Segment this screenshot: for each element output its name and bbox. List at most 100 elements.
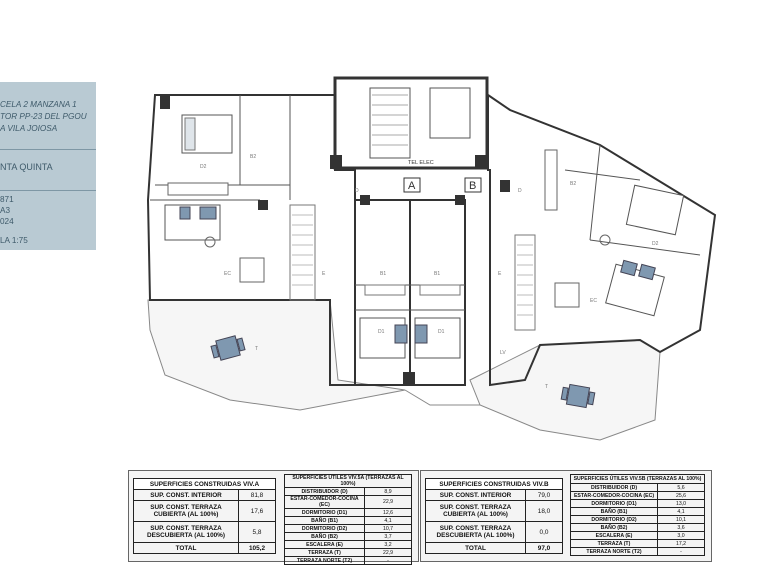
table-title: SUPERFICIES ÚTILES VIV.5B (TERRAZAS AL 1… <box>570 474 705 484</box>
row-label: TOTAL <box>133 542 239 554</box>
row-label: BAÑO (B2) <box>284 532 365 541</box>
scale: LA 1:75 <box>0 236 28 245</box>
unit-b-outline <box>487 93 717 387</box>
room-label: B1 <box>380 271 386 277</box>
elec-label: TEL ELEC <box>408 160 434 166</box>
title-line-1: CELA 2 MANZANA 1 <box>0 100 77 109</box>
table-construidas-b: SUPERFICIES CONSTRUIDAS VIV.B SUP. CONST… <box>425 478 563 554</box>
dining-table-left <box>239 257 265 283</box>
row-value: 97,0 <box>525 542 563 554</box>
row-value: 79,0 <box>525 489 563 501</box>
row-label: TERRAZA (T) <box>284 548 365 557</box>
row-value: 0,0 <box>525 521 563 543</box>
table-title: SUPERFICIES ÚTILES VIV.5A (TERRAZAS AL 1… <box>284 474 412 488</box>
row-value: 3,6 <box>657 523 705 532</box>
row-value: - <box>364 556 412 565</box>
row-value: 25,6 <box>657 491 705 500</box>
row-value: 8,9 <box>364 487 412 496</box>
row-value: 17,2 <box>657 539 705 548</box>
room-label: EC <box>590 298 597 304</box>
row-label: ESCALERA (E) <box>284 540 365 549</box>
terrace-left <box>147 299 406 411</box>
room-label: E <box>498 271 502 277</box>
row-value: 3,0 <box>657 531 705 540</box>
divider <box>0 190 96 191</box>
table-utiles-a: SUPERFICIES ÚTILES VIV.5A (TERRAZAS AL 1… <box>284 474 412 565</box>
row-value: 22,9 <box>364 495 412 509</box>
table-construidas-a: SUPERFICIES CONSTRUIDAS VIV.A SUP. CONST… <box>133 478 276 554</box>
unit-a-marker: A <box>408 180 416 192</box>
row-label: DISTRIBUIDOR (D) <box>570 483 658 492</box>
row-label: SUP. CONST. TERRAZA DESCUBIERTA (AL 100%… <box>133 521 239 543</box>
row-label: SUP. CONST. TERRAZA CUBIERTA (AL 100%) <box>133 500 239 522</box>
row-value: 4,1 <box>364 516 412 525</box>
row-value: 18,0 <box>525 500 563 522</box>
floor-plan: D2 B2 EC T E B1 B1 D1 D1 E EC D2 B2 T LV… <box>146 76 717 441</box>
room-label: D2 <box>652 241 659 247</box>
room-label: EC <box>224 271 231 277</box>
row-label: SUP. CONST. INTERIOR <box>133 489 239 501</box>
row-label: SUP. CONST. TERRAZA CUBIERTA (AL 100%) <box>425 500 526 522</box>
row-label: TOTAL <box>425 542 526 554</box>
row-label: BAÑO (B1) <box>284 516 365 525</box>
row-label: TERRAZA NORTE (T2) <box>284 556 365 565</box>
row-value: 5,8 <box>238 521 276 543</box>
row-label: DORMITORIO (D1) <box>284 508 365 517</box>
terrace-table-right <box>560 383 596 409</box>
row-value: 4,1 <box>657 507 705 516</box>
room-label: D <box>518 188 522 194</box>
room-label: B1 <box>434 271 440 277</box>
row-value: 17,6 <box>238 500 276 522</box>
room-label: D2 <box>200 164 207 170</box>
project-code: 871 <box>0 195 14 204</box>
bed-d2-right <box>625 184 685 236</box>
dining-table-right <box>554 282 580 308</box>
room-label: LV <box>500 350 506 356</box>
room-label: E <box>322 271 326 277</box>
row-label: TERRAZA NORTE (T2) <box>570 547 658 556</box>
row-label: DISTRIBUIDOR (D) <box>284 487 365 496</box>
row-label: DORMITORIO (D2) <box>284 524 365 533</box>
row-value: 81,8 <box>238 489 276 501</box>
row-label: SUP. CONST. INTERIOR <box>425 489 526 501</box>
room-label: B2 <box>250 154 256 160</box>
title-line-3: A VILA JOIOSA <box>0 124 58 133</box>
row-value: 3,7 <box>364 532 412 541</box>
row-value: - <box>657 547 705 556</box>
divider <box>0 149 96 150</box>
row-value: 10,7 <box>364 524 412 533</box>
row-value: 3,2 <box>364 540 412 549</box>
year: 024 <box>0 217 14 226</box>
row-label: DORMITORIO (D2) <box>570 515 658 524</box>
row-label: ESTAR-COMEDOR-COCINA (EC) <box>570 491 658 500</box>
row-value: 105,2 <box>238 542 276 554</box>
row-label: BAÑO (B2) <box>570 523 658 532</box>
table-title: SUPERFICIES CONSTRUIDAS VIV.A <box>133 478 276 490</box>
room-label: D1 <box>378 329 385 335</box>
table-utiles-b: SUPERFICIES ÚTILES VIV.5B (TERRAZAS AL 1… <box>570 474 705 556</box>
row-label: BAÑO (B1) <box>570 507 658 516</box>
title-block: CELA 2 MANZANA 1 TOR PP-23 DEL PGOU A VI… <box>0 82 96 250</box>
row-value: 5,6 <box>657 483 705 492</box>
row-value: 10,1 <box>657 515 705 524</box>
terrace-table-left <box>210 335 246 361</box>
row-label: ESTAR-COMEDOR-COCINA (EC) <box>284 495 365 509</box>
floor-label: NTA QUINTA <box>0 162 53 172</box>
row-label: DORMITORIO (D1) <box>570 499 658 508</box>
row-value: 13,0 <box>657 499 705 508</box>
row-value: 22,9 <box>364 548 412 557</box>
row-label: SUP. CONST. TERRAZA DESCUBIERTA (AL 100%… <box>425 521 526 543</box>
room-label: D <box>355 188 359 194</box>
core <box>333 76 489 170</box>
row-label: TERRAZA (T) <box>570 539 658 548</box>
row-value: 12,6 <box>364 508 412 517</box>
room-label: D1 <box>438 329 445 335</box>
unit-b-marker: B <box>469 180 476 192</box>
table-title: SUPERFICIES CONSTRUIDAS VIV.B <box>425 478 563 490</box>
row-label: ESCALERA (E) <box>570 531 658 540</box>
room-label: B2 <box>570 181 576 187</box>
room-label: T <box>545 384 548 390</box>
title-line-2: TOR PP-23 DEL PGOU <box>0 112 87 121</box>
sheet-size: A3 <box>0 206 11 215</box>
room-label: T <box>255 346 258 352</box>
